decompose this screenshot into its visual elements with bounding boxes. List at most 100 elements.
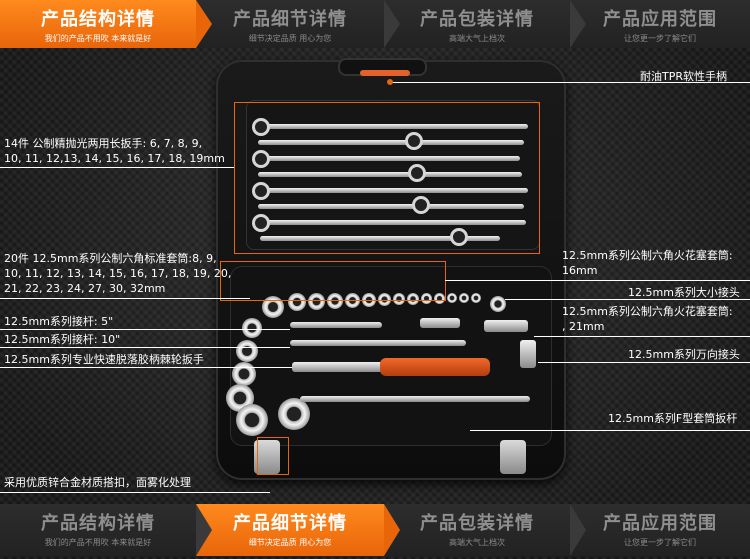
adapter xyxy=(490,296,506,312)
socket xyxy=(447,293,457,303)
tab-applications[interactable]: 产品应用范围 让您更一步了解它们 xyxy=(570,0,750,48)
socket xyxy=(288,293,306,311)
label-adapter: 12.5mm系列大小接头 xyxy=(628,286,740,299)
wrench-ring xyxy=(252,118,270,136)
tab-subtitle: 我们的产品不用吹 本来就是好 xyxy=(44,538,152,547)
wrench xyxy=(258,172,522,177)
wrench-highlight-box xyxy=(234,102,540,254)
chevron-right-icon xyxy=(570,504,586,556)
label-spark16-line1: 12.5mm系列公制六角火花塞套筒: xyxy=(562,249,733,262)
label-ext5: 12.5mm系列接杆: 5" xyxy=(4,315,114,328)
spark-plug-socket xyxy=(420,318,460,328)
socket xyxy=(459,293,469,303)
chevron-right-icon xyxy=(196,504,212,556)
label-spark21-line2: , 21mm xyxy=(562,320,605,333)
leader-line xyxy=(538,362,750,363)
tab-details[interactable]: 产品细节详情 细节决定品质 用心为您 xyxy=(196,0,400,48)
tab-title: 产品包装详情 xyxy=(420,9,534,30)
case-latch xyxy=(500,440,526,474)
tab-title: 产品包装详情 xyxy=(420,513,534,534)
chevron-right-icon xyxy=(384,0,400,48)
label-wrenches-line1: 14件 公制精抛光两用长扳手: 6, 7, 8, 9, xyxy=(4,137,203,150)
label-spark16-line2: 16mm xyxy=(562,264,598,277)
tab-subtitle: 高端大气上档次 xyxy=(449,34,505,43)
socket xyxy=(262,296,284,318)
tab-details[interactable]: 产品细节详情 细节决定品质 用心为您 xyxy=(196,504,400,556)
chevron-right-icon xyxy=(570,0,586,48)
socket xyxy=(421,293,432,304)
universal-joint xyxy=(520,340,536,368)
tab-subtitle: 让您更一步了解它们 xyxy=(624,538,696,547)
leader-line xyxy=(0,492,270,493)
tab-packaging[interactable]: 产品包装详情 高端大气上档次 xyxy=(384,0,586,48)
socket-highlight-box xyxy=(220,261,446,301)
socket xyxy=(236,404,268,436)
label-sockets-line3: 21, 22, 23, 24, 27, 30, 32mm xyxy=(4,282,166,295)
tab-subtitle: 让您更一步了解它们 xyxy=(624,34,696,43)
tab-title: 产品结构详情 xyxy=(41,9,155,30)
tab-title: 产品结构详情 xyxy=(41,513,155,534)
leader-line xyxy=(505,299,750,300)
tab-subtitle: 我们的产品不用吹 本来就是好 xyxy=(44,34,152,43)
leader-line xyxy=(470,430,750,431)
wrench-ring xyxy=(252,182,270,200)
f-bar xyxy=(300,396,530,402)
wrench xyxy=(258,188,528,193)
label-sockets-line2: 10, 11, 12, 13, 14, 15, 16, 17, 18, 19, … xyxy=(4,267,232,280)
latch-highlight-box xyxy=(257,437,289,475)
bottom-nav: 产品结构详情 我们的产品不用吹 本来就是好 产品细节详情 细节决定品质 用心为您… xyxy=(0,504,750,556)
leader-line xyxy=(0,347,290,348)
spark-plug-socket xyxy=(484,320,528,332)
leader-dot xyxy=(387,79,393,85)
label-spark21-line1: 12.5mm系列公制六角火花塞套筒: xyxy=(562,305,733,318)
extension-bar-5 xyxy=(290,322,382,328)
wrench-ring xyxy=(408,164,426,182)
tab-packaging[interactable]: 产品包装详情 高端大气上档次 xyxy=(384,504,586,556)
label-handle: 耐油TPR软性手柄 xyxy=(640,70,727,83)
label-ext10: 12.5mm系列接杆: 10" xyxy=(4,333,121,346)
socket xyxy=(278,398,310,430)
case-latch xyxy=(254,440,280,474)
socket xyxy=(393,293,405,305)
leader-line xyxy=(0,298,250,299)
socket xyxy=(378,293,391,306)
tab-title: 产品细节详情 xyxy=(233,513,347,534)
wrench xyxy=(258,156,520,161)
leader-line xyxy=(390,82,750,83)
leader-line xyxy=(534,336,750,337)
label-ujoint: 12.5mm系列万向接头 xyxy=(628,348,740,361)
tab-title: 产品应用范围 xyxy=(603,9,717,30)
label-fbar: 12.5mm系列F型套筒扳杆 xyxy=(608,412,738,425)
wrench xyxy=(258,140,524,145)
socket xyxy=(236,340,258,362)
leader-line xyxy=(0,329,290,330)
top-nav: 产品结构详情 我们的产品不用吹 本来就是好 产品细节详情 细节决定品质 用心为您… xyxy=(0,0,750,48)
wrench xyxy=(258,220,526,225)
extension-bar-10 xyxy=(290,340,466,346)
tab-structure[interactable]: 产品结构详情 我们的产品不用吹 本来就是好 xyxy=(0,504,212,556)
socket xyxy=(434,293,445,304)
tab-title: 产品应用范围 xyxy=(603,513,717,534)
leader-line xyxy=(0,367,292,368)
wrench xyxy=(258,124,528,129)
socket xyxy=(242,318,262,338)
socket xyxy=(232,362,256,386)
label-ratchet: 12.5mm系列专业快速脱落胶柄棘轮扳手 xyxy=(4,353,204,366)
tab-subtitle: 高端大气上档次 xyxy=(449,538,505,547)
leader-line xyxy=(445,280,750,281)
wrench-ring xyxy=(252,150,270,168)
leader-line xyxy=(0,167,234,168)
label-wrenches-line2: 10, 11, 12,13, 14, 15, 16, 17, 18, 19mm xyxy=(4,152,225,165)
chevron-right-icon xyxy=(384,504,400,556)
wrench-ring xyxy=(450,228,468,246)
tab-applications[interactable]: 产品应用范围 让您更一步了解它们 xyxy=(570,504,750,556)
tab-structure[interactable]: 产品结构详情 我们的产品不用吹 本来就是好 xyxy=(0,0,212,48)
wrench-ring xyxy=(252,214,270,232)
wrench-ring xyxy=(412,196,430,214)
wrench-ring xyxy=(405,132,423,150)
wrench xyxy=(258,204,524,209)
tab-title: 产品细节详情 xyxy=(233,9,347,30)
tab-subtitle: 细节决定品质 用心为您 xyxy=(248,34,332,43)
wrench xyxy=(260,236,500,241)
